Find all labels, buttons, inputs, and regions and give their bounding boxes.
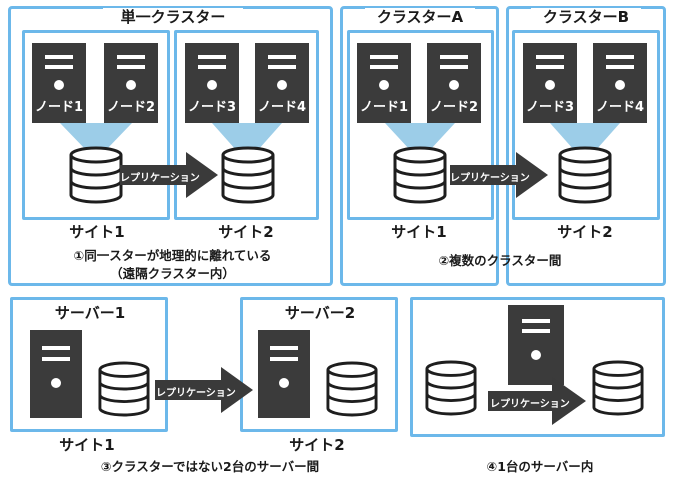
caption: ④1台のサーバー内 — [486, 459, 594, 474]
database-icon — [592, 360, 644, 416]
replication-label: レプリケーション — [490, 399, 570, 410]
database-icon — [326, 361, 378, 417]
cluster-b-title: クラスターB — [531, 8, 641, 26]
server-icon: ノード3 — [523, 43, 577, 123]
server-icon: ノード3 — [185, 43, 239, 123]
node-label: ノード3 — [525, 100, 575, 115]
server-icon: ノード2 — [427, 43, 481, 123]
caption: ①同一スターが地理的に離れている — [73, 248, 272, 263]
site-label: サイト1 — [59, 436, 115, 454]
server-icon: ノード4 — [593, 43, 647, 123]
site-label: サイト2 — [218, 223, 274, 241]
replication-label: レプリケーション — [450, 173, 530, 184]
server-icon: ノード2 — [104, 43, 158, 123]
database-icon — [98, 361, 150, 417]
caption: ③クラスターではない2台のサーバー間 — [100, 459, 320, 474]
replication-label: レプリケーション — [120, 173, 200, 184]
database-icon — [558, 146, 612, 204]
arrow-right-icon — [120, 152, 218, 198]
site-label: サイト2 — [289, 436, 345, 454]
node-label: ノード2 — [429, 100, 479, 115]
arrow-right-icon — [450, 152, 548, 198]
replication-label: レプリケーション — [156, 388, 236, 399]
server1-title: サーバー1 — [54, 304, 126, 322]
database-icon — [69, 146, 123, 204]
node-label: ノード2 — [106, 100, 156, 115]
database-icon — [221, 146, 275, 204]
server-icon: ノード1 — [357, 43, 411, 123]
site-label: サイト2 — [557, 223, 613, 241]
site-label: サイト1 — [69, 223, 125, 241]
server-icon: ノード1 — [32, 43, 86, 123]
server-icon — [508, 305, 564, 385]
single-cluster-title: 単一クラスター — [103, 8, 243, 26]
node-label: ノード1 — [34, 100, 84, 115]
node-label: ノード1 — [359, 100, 409, 115]
cluster-a-title: クラスターA — [365, 8, 475, 26]
arrow-right-icon — [488, 377, 586, 425]
caption: （遠隔クラスター内） — [110, 266, 235, 281]
database-icon — [393, 146, 447, 204]
caption: ②複数のクラスター間 — [438, 253, 562, 268]
node-label: ノード3 — [187, 100, 237, 115]
site-label: サイト1 — [391, 223, 447, 241]
server2-title: サーバー2 — [284, 304, 356, 322]
server-icon — [258, 330, 310, 418]
arrow-right-icon — [155, 367, 253, 413]
server-icon — [30, 330, 82, 418]
database-icon — [425, 360, 477, 416]
node-label: ノード4 — [257, 100, 307, 115]
node-label: ノード4 — [595, 100, 645, 115]
server-icon: ノード4 — [255, 43, 309, 123]
